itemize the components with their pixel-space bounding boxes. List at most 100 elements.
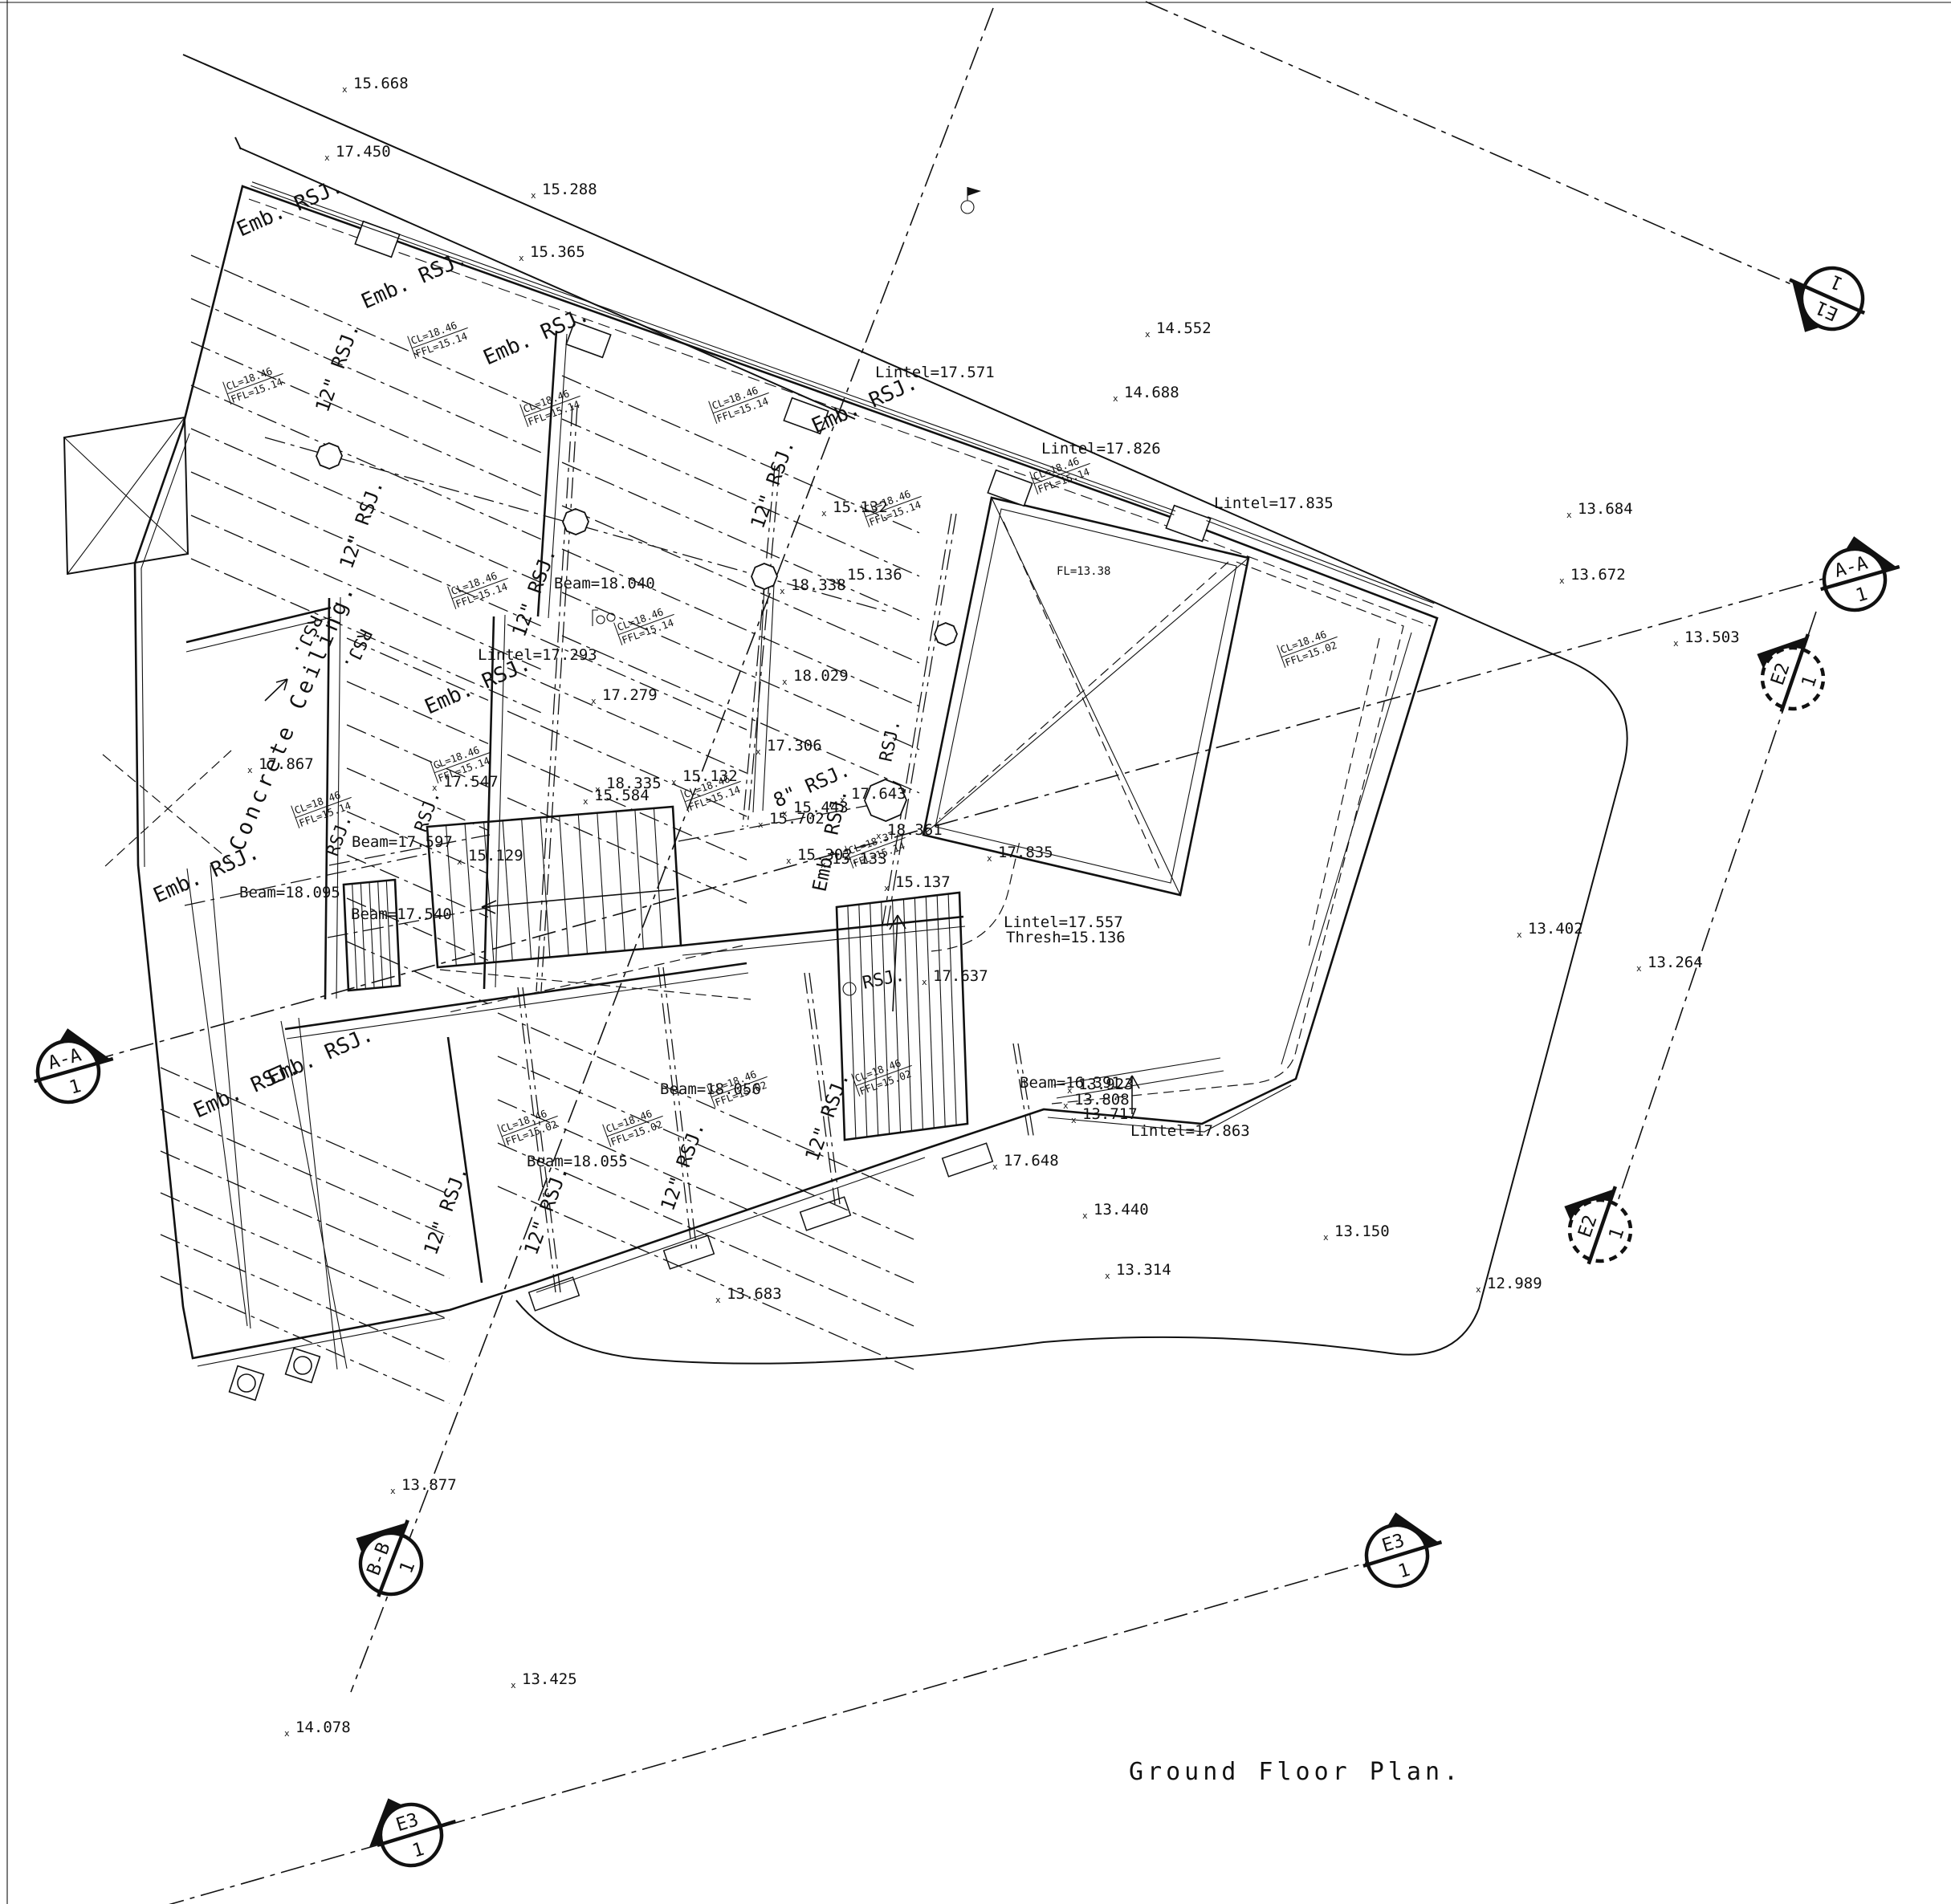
svg-text:x: x <box>432 783 438 793</box>
annotation-label: Beam=18.040 <box>554 575 655 592</box>
annotation-label: 12" RSJ. <box>419 1163 472 1258</box>
svg-text:17.450: 17.450 <box>336 143 391 161</box>
stair-tread <box>559 816 569 956</box>
joist-line <box>561 375 920 534</box>
stair-tread <box>870 903 879 1136</box>
joist-line <box>507 667 747 774</box>
svg-text:13.683: 13.683 <box>727 1285 782 1303</box>
svg-text:15.668: 15.668 <box>353 75 409 92</box>
spot-elevation: x 15.584 <box>583 787 650 807</box>
svg-text:15.136: 15.136 <box>847 566 902 584</box>
svg-text:x: x <box>758 820 764 830</box>
svg-text:15.584: 15.584 <box>594 787 650 804</box>
svg-text:x: x <box>583 796 589 807</box>
svg-text:x: x <box>511 1680 516 1690</box>
joist-line <box>190 384 547 543</box>
svg-text:15.365: 15.365 <box>530 243 585 261</box>
stair-tread <box>936 895 946 1127</box>
beam-line <box>658 966 693 1253</box>
annotation-label: 12" RSJ. <box>519 1163 572 1258</box>
stair-outline <box>426 805 682 969</box>
svg-text:13.717: 13.717 <box>1082 1105 1138 1123</box>
stair-tread <box>615 811 625 951</box>
svg-text:1: 1 <box>1853 584 1869 607</box>
svg-text:x: x <box>519 253 524 263</box>
joist-line <box>160 1192 450 1320</box>
svg-text:15.702: 15.702 <box>769 810 825 828</box>
joist-line <box>160 1275 450 1404</box>
joist-line <box>346 767 489 832</box>
annotation-label: Beam=18.055 <box>527 1153 628 1170</box>
joist-line <box>497 1012 916 1198</box>
annotation-label: Lintel=17.293 <box>478 646 597 664</box>
stair-tread <box>947 893 957 1125</box>
beam-line <box>886 513 957 932</box>
spot-elevation: x 13.264 <box>1636 954 1703 974</box>
svg-text:13.672: 13.672 <box>1570 566 1626 584</box>
svg-text:14.078: 14.078 <box>295 1719 351 1736</box>
svg-text:x: x <box>1145 329 1151 340</box>
annotation-label: 12" RSJ. <box>800 1069 853 1164</box>
svg-text:x: x <box>715 1295 721 1305</box>
beam-line <box>809 972 841 1205</box>
porch-columns <box>228 1347 321 1402</box>
joist-line <box>346 854 489 918</box>
svg-text:15.129: 15.129 <box>468 847 523 865</box>
stair-tread <box>597 812 607 953</box>
joist-line <box>190 428 547 586</box>
beam-line <box>747 465 780 828</box>
svg-text:x: x <box>836 576 841 586</box>
joist-line <box>190 298 547 456</box>
annotation-label: FL=13.38 <box>1057 565 1110 578</box>
svg-text:x: x <box>284 1728 290 1739</box>
stair-tread <box>385 880 392 987</box>
svg-text:1: 1 <box>67 1076 83 1099</box>
svg-text:x: x <box>1105 1271 1110 1281</box>
joist-line <box>346 724 489 788</box>
drawing-title: Ground Floor Plan. <box>1129 1758 1463 1786</box>
joist-line <box>561 592 920 751</box>
svg-text:13.264: 13.264 <box>1648 954 1703 971</box>
beam-line <box>517 987 556 1293</box>
annotation-label: Emb. RSJ. <box>358 246 471 315</box>
svg-text:x: x <box>821 860 826 870</box>
joist-line <box>561 635 920 794</box>
svg-text:x: x <box>1082 1210 1088 1221</box>
stair-tread <box>891 900 902 1133</box>
svg-text:x: x <box>1636 963 1642 974</box>
svg-text:13.503: 13.503 <box>1684 629 1740 646</box>
svg-text:x: x <box>992 1162 998 1172</box>
annotation-label: Lintel=17.826 <box>1041 440 1161 458</box>
joist-line <box>497 1186 916 1371</box>
svg-text:18.338: 18.338 <box>791 576 846 594</box>
joist-line <box>190 558 547 716</box>
joist-line <box>507 797 747 904</box>
stair-tread <box>540 817 551 958</box>
column-octagon <box>562 508 589 535</box>
svg-text:x: x <box>1071 1115 1077 1125</box>
stair-tread <box>881 901 890 1134</box>
